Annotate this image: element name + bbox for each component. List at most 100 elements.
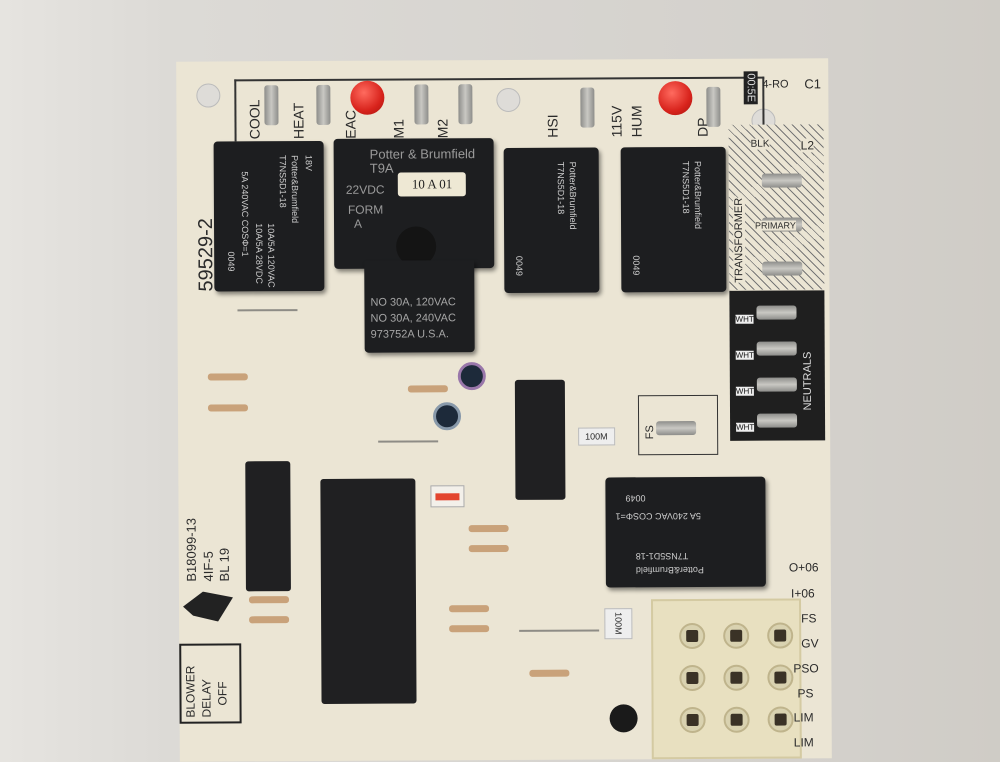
relay-rating1: NO 30A, 120VAC xyxy=(370,296,456,309)
spade-terminal xyxy=(756,341,797,356)
spade-terminal xyxy=(580,87,595,128)
spade-terminal xyxy=(757,413,798,428)
board-c1: C1 xyxy=(804,76,821,92)
relay-rating2: NO 30A, 240VAC xyxy=(370,312,456,325)
relay-brand: Potter&Brumfield xyxy=(567,161,579,230)
edge-label: I+06 xyxy=(790,586,815,601)
relay-rating-ac: 10A/5A 120VAC xyxy=(266,223,277,288)
resistor xyxy=(529,669,570,677)
spade-terminal xyxy=(706,86,721,127)
spade-terminal xyxy=(761,173,802,188)
board-code-line: B18099-13 xyxy=(183,517,199,582)
transformer-label: TRANSFORMER xyxy=(732,197,746,283)
resistor xyxy=(407,385,448,393)
relay-coil-voltage: 18V xyxy=(303,154,314,172)
edge-label: LIM xyxy=(793,735,814,750)
relay-code: 0049 xyxy=(514,255,525,276)
edge-label: LIM xyxy=(793,710,814,725)
neutrals-block: WHT WHT WHT WHT NEUTRALS xyxy=(729,290,826,441)
board-code: 00:5E xyxy=(743,71,758,105)
wht-label: WHT xyxy=(736,422,755,432)
spade-terminal xyxy=(756,377,797,392)
9-pin-connector[interactable] xyxy=(650,598,802,760)
l2-label: L2 xyxy=(800,138,815,153)
blower-label: BLOWER xyxy=(183,665,198,718)
relay-t7ns-1: 18V Potter&Brumfield T7NS5D1-18 10A/5A 1… xyxy=(213,140,325,292)
edge-label: O+06 xyxy=(788,560,819,575)
relay-model: T7NS5D1-18 xyxy=(277,155,288,208)
ic-u2 xyxy=(320,478,417,704)
resistor xyxy=(207,373,248,381)
wht-label: WHT xyxy=(735,386,755,396)
relay-code: 0049 xyxy=(625,493,646,504)
relay-t7ns-3: Potter&Brumfield T7NS5D1-18 0049 xyxy=(620,146,727,293)
terminal-label-hsi: HSI xyxy=(544,114,561,138)
relay-code: 0049 xyxy=(226,251,237,272)
relay-brand: Potter&Brumfield xyxy=(692,160,704,230)
resistor xyxy=(207,404,249,412)
edge-label: PSO xyxy=(793,661,819,676)
wire-jumper xyxy=(237,309,298,312)
relay-t9a-base: NO 30A, 120VAC NO 30A, 240VAC 973752A U.… xyxy=(364,260,475,353)
spade-terminal xyxy=(458,84,473,125)
wire-jumper xyxy=(519,629,600,632)
relay-rating: 5A 240VAC COSΦ=1 xyxy=(239,171,251,257)
spade-terminal xyxy=(414,84,429,125)
resistor xyxy=(248,596,290,604)
blower-delay-box: BLOWER DELAY OFF xyxy=(179,643,242,724)
blk-label: BLK xyxy=(750,138,770,150)
red-led xyxy=(658,81,693,116)
neutrals-label: NEUTRALS xyxy=(801,351,815,411)
terminal-label-115v: 115V xyxy=(608,105,625,138)
capacitor: 100M xyxy=(578,427,615,446)
relay-brand: Potter&Brumfield xyxy=(635,564,704,576)
relay-brand: Potter&Brumfield xyxy=(289,155,301,224)
relay-model: T9A xyxy=(369,160,394,176)
delay-label: DELAY xyxy=(199,679,214,718)
fs-label: FS xyxy=(644,425,657,440)
terminal-label-heat: HEAT xyxy=(290,102,307,140)
edge-label: PS xyxy=(797,686,814,701)
relay-t7ns-2: Potter&Brumfield T7NS5D1-18 0049 xyxy=(503,147,600,293)
screw xyxy=(609,704,638,733)
relay-rating-dc: 10A/5A 28VDC xyxy=(254,223,265,284)
relay-form: FORM xyxy=(347,202,384,217)
electrolytic-capacitor xyxy=(432,402,462,431)
resistor xyxy=(449,605,490,613)
terminal-label-hum: HUM xyxy=(628,105,645,138)
relay-brand: Potter & Brumfield xyxy=(369,146,476,162)
terminal-label-m1: M1 xyxy=(390,119,407,139)
relay-form-letter: A xyxy=(353,216,363,231)
relay-part: 973752A U.S.A. xyxy=(370,328,449,341)
relay-model: T7NS5D1-18 xyxy=(555,161,566,215)
primary-label: PRIMARY xyxy=(755,220,796,231)
ti-logo xyxy=(183,591,233,621)
board-rev: 4-RO xyxy=(762,78,789,91)
terminal-label-m2: M2 xyxy=(434,118,451,139)
relay-rating: 5A 240VAC COSΦ=1 xyxy=(615,510,701,522)
spade-terminal xyxy=(316,84,331,125)
edge-label: FS xyxy=(801,611,817,626)
electrolytic-capacitor xyxy=(457,362,486,391)
terminal-label-eac: EAC xyxy=(342,109,359,139)
wire-jumper xyxy=(378,440,439,443)
dip-switch[interactable] xyxy=(430,485,465,508)
resistor xyxy=(249,616,290,624)
board-code-line: 4IF-5 xyxy=(200,551,216,582)
wht-label: WHT xyxy=(735,314,754,324)
edge-label: GV xyxy=(801,636,819,651)
spade-terminal xyxy=(756,305,797,320)
circuit-board: COOL HEAT EAC M1 M2 HSI 115V HUM DP 00:5… xyxy=(176,58,832,762)
mounting-hole xyxy=(196,83,221,108)
relay-model: T7NS5D1-18 xyxy=(680,161,691,214)
resistor xyxy=(468,544,509,553)
wht-label: WHT xyxy=(735,350,754,360)
relay-model: T7NS5D1-18 xyxy=(635,551,689,562)
ic-u3 xyxy=(514,379,566,500)
resistor xyxy=(468,524,509,533)
relay-t7ns-4: 0049 5A 240VAC COSΦ=1 T7NS5D1-18 Potter&… xyxy=(605,476,766,588)
spade-terminal xyxy=(762,261,803,276)
relay-code: 0049 xyxy=(631,255,642,276)
relay-t9a: Potter & Brumfield T9A 10 A 01 22VDC FOR… xyxy=(333,138,495,269)
fs-terminal xyxy=(656,420,697,436)
